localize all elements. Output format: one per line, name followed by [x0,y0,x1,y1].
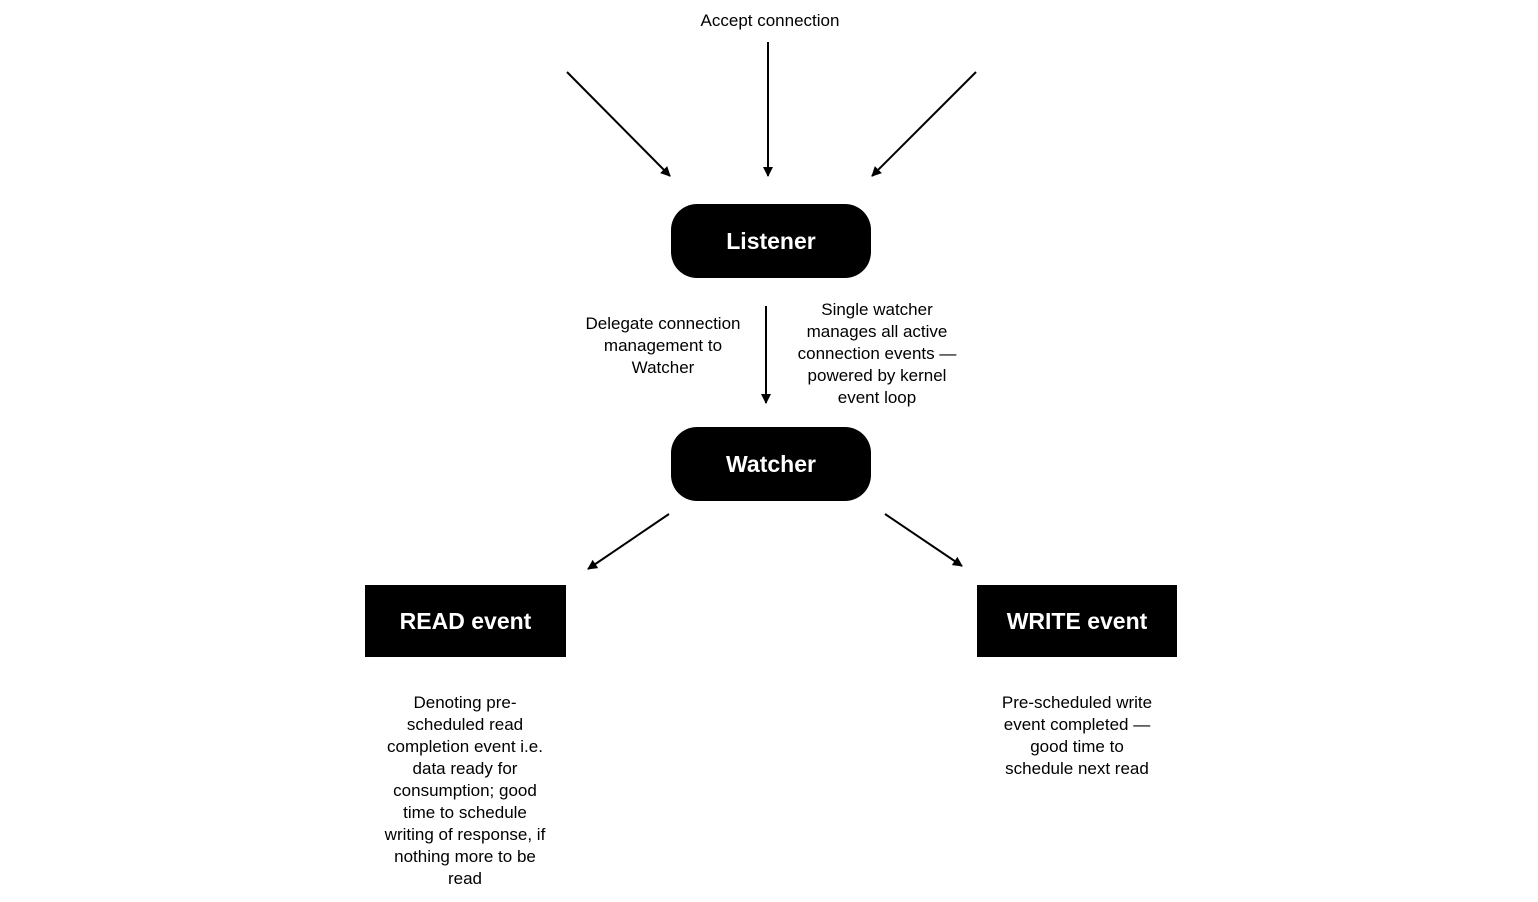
arrow-watcher-to-write [884,513,963,567]
arrow-left-to-listener [566,71,671,177]
watcher-node: Watcher [671,427,871,501]
arrow-right-to-listener [871,71,977,177]
arrow-watcher-to-read [587,513,670,570]
listener-node: Listener [671,204,871,278]
read-event-note: Denoting pre- scheduled read completion … [384,693,546,888]
read-event-node: READ event [365,585,566,657]
accept-connection-label: Accept connection [700,11,840,30]
write-event-note: Pre-scheduled write event completed — go… [1001,693,1153,778]
single-watcher-label: Single watcher manages all active connec… [797,300,957,407]
write-event-node: WRITE event [977,585,1177,657]
delegate-connection-label: Delegate connection management to Watche… [585,314,741,377]
